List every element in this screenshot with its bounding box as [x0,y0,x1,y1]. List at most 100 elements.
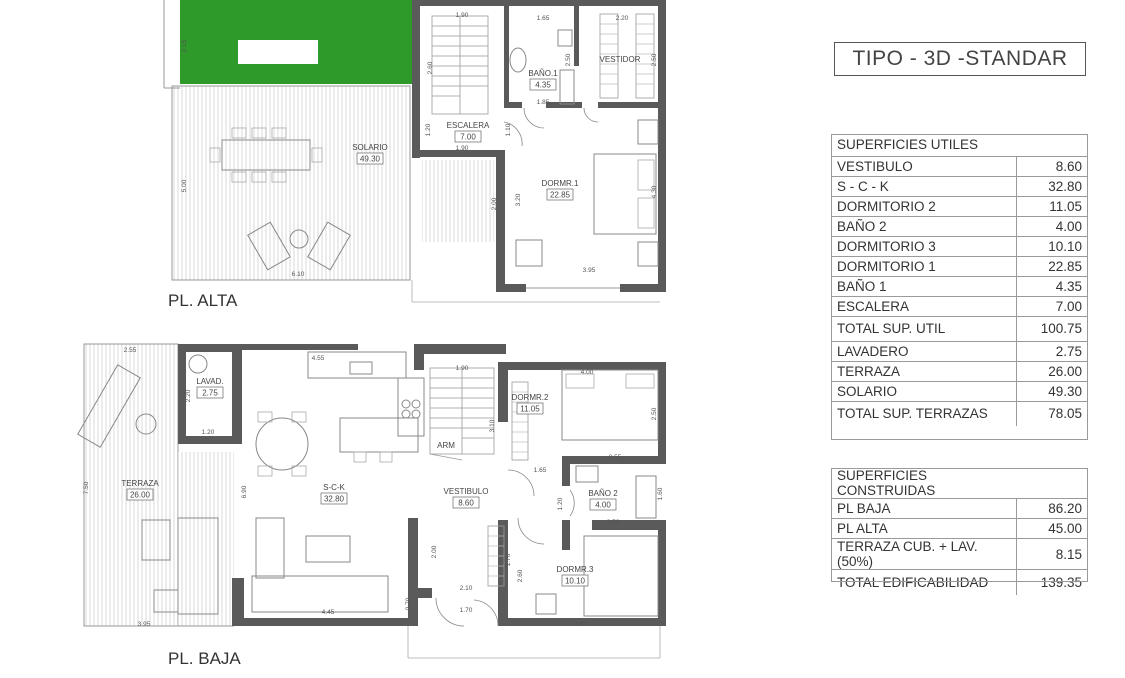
row-value: 86.20 [1015,498,1088,519]
dimension-label: 1.90 [456,145,469,152]
floor-plans: PL. ALTA PL. BAJA SOLARIO49.30ESCALERA7.… [77,0,666,668]
lounger [307,221,351,271]
row-value [1016,134,1088,157]
room-area-box [516,402,544,415]
dimension-label: 7.50 [83,481,90,494]
room-area-box [126,488,154,501]
room-area: 32.80 [324,495,345,504]
dimension-label: 5.00 [181,179,188,192]
row-value [1016,468,1088,499]
room-area: 8.60 [458,499,474,508]
bed-dormr3 [583,535,659,617]
kitchen [307,351,425,453]
washing-machine [188,354,208,374]
row-label: S - C - K [831,176,1016,197]
row-label: DORMITORIO 2 [831,196,1016,217]
room-area: 10.10 [565,577,586,586]
room-name: VESTIDOR [600,55,641,64]
dimension-label: 1.90 [456,12,469,19]
floor-label-upper: PL. ALTA [168,291,238,310]
dimension-label: 2.10 [460,585,473,592]
row-value: 4.35 [1015,276,1088,297]
room-name: BAÑO 2 [588,489,618,498]
row-label: DORMITORIO 3 [831,236,1016,257]
row-label: TOTAL EDIFICABILIDAD [837,574,989,590]
row-value: 8.15 [1015,538,1088,570]
room-area-box [529,78,557,91]
row-value: 100.75 [1015,316,1088,342]
row-label: LAVADERO [831,341,1016,362]
room-name: SOLARIO [352,143,388,152]
table-frame [831,468,1088,582]
dimension-label: 2.00 [491,197,498,210]
room-labels: SOLARIO49.30ESCALERA7.00BAÑO.14.35VESTID… [121,55,641,587]
double-bed [593,153,657,235]
round-table [255,417,309,471]
room-area: 4.35 [535,81,551,90]
row-value: 32.80 [1015,176,1088,197]
dimension-label: 2.50 [651,53,658,66]
washbasin [509,47,527,73]
dimension-label: 4.45 [322,609,335,616]
room-name: DORMR.2 [512,393,549,402]
planter-opening [238,40,318,64]
dimension-label: 3.90 [575,621,588,628]
row-value: 78.05 [1015,401,1088,426]
room-area: 49.30 [360,155,381,164]
room-area-box [196,386,224,399]
row-label: SUPERFICIES UTILES [831,134,1016,157]
room-name: DORMR.3 [557,565,594,574]
room-area-box [320,492,348,505]
row-label: TERRAZA [831,361,1016,382]
dimension-label: 3.10 [489,419,496,432]
outdoor-sofa [177,517,219,615]
room-name: ESCALERA [447,121,490,130]
table-frame [831,134,1088,440]
row-value: 22.85 [1015,256,1088,277]
dimension-label: 2.20 [185,389,192,402]
room-area: 4.00 [595,501,611,510]
dimension-label: 2.60 [517,569,524,582]
room-name: S-C-K [323,483,345,492]
toilet [557,29,573,47]
row-label: SUPERFICIES CONSTRUIDAS [831,468,1016,499]
outdoor-table [141,519,171,561]
room-area-box [546,188,574,201]
room-name: LAVAD. [196,377,223,386]
row-value: 45.00 [1015,518,1088,539]
shower [559,69,575,105]
dimension-label: 2.60 [427,61,434,74]
row-value: 2.75 [1015,341,1088,362]
dimension-label: 1.20 [425,123,432,136]
dimension-label: 6.90 [241,485,248,498]
stairs [431,15,489,115]
dimension-label: 4.30 [651,185,658,198]
row-label: SOLARIO [831,381,1016,402]
lounger [77,364,141,448]
dimension-label: 1.20 [557,497,564,510]
row-label: VESTIBULO [831,156,1016,177]
dimension-label: 3.20 [515,193,522,206]
room-area-box [452,496,480,509]
room-area: 26.00 [130,491,151,500]
dimension-label: 2.50 [651,407,658,420]
room-area: 7.00 [460,133,476,142]
dimension-label: 1.70 [460,607,473,614]
dimension-label: 2.50 [607,519,620,526]
row-value: 8.60 [1015,156,1088,177]
dimension-label: 2.20 [616,15,629,22]
terrace-deck [83,343,179,627]
dimension-label: 1.10 [505,123,512,136]
dimension-label: 1.65 [534,467,547,474]
